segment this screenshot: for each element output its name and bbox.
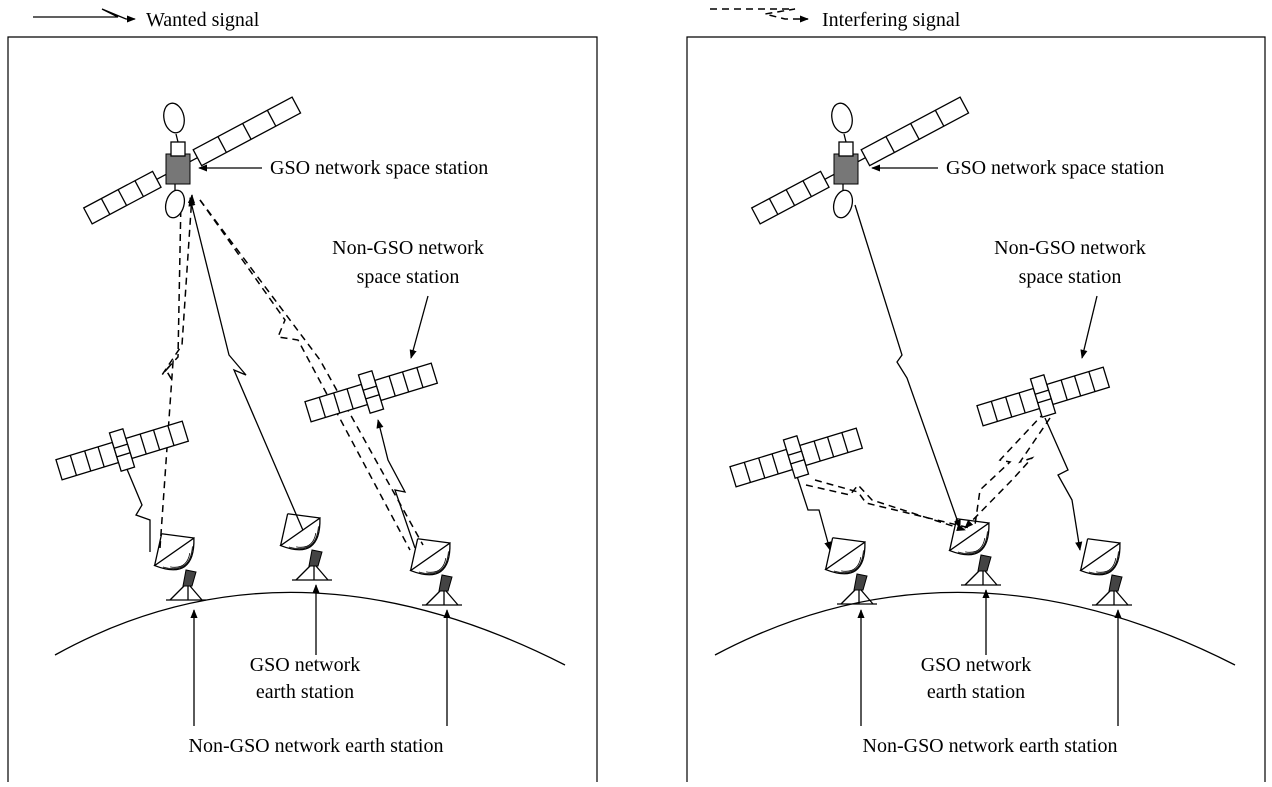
- interfering-path-left-ngso-to-gso-es-2: [814, 479, 971, 529]
- satellite-dish-icon: [397, 524, 463, 606]
- non-gso-satellite-icon: [973, 356, 1113, 436]
- satellite-dish-icon: [812, 523, 878, 605]
- left-panel: GSO network space station Non-GSO networ…: [7, 36, 598, 782]
- earth-surface: [54, 591, 566, 666]
- wanted-path-gso-ss-to-gso-es: [854, 204, 961, 529]
- interfering-path-ngso-es-to-gso-ss: [159, 194, 196, 549]
- interfering-signal-label: Interfering signal: [822, 9, 961, 31]
- interfering-path-right-ngso-to-gso-es: [964, 417, 1051, 529]
- gso-satellite-icon: [751, 96, 970, 225]
- left-panel-frame: [7, 36, 598, 782]
- wanted-signal-legend: Wanted signal: [33, 8, 260, 31]
- gso-space-station-label: GSO network space station: [946, 157, 1164, 179]
- satellite-dish-icon: [267, 499, 333, 581]
- interfering-path-left-ngso-to-gso-es: [805, 483, 966, 531]
- gso-space-station-label: GSO network space station: [270, 157, 488, 179]
- right-panel: GSO network space station Non-GSO networ…: [686, 36, 1266, 782]
- wanted-path-right-ngso-to-es: [1044, 417, 1083, 551]
- wanted-path-gso-es-to-gso-ss: [188, 197, 306, 536]
- gso-earth-station-label-line1: GSO network: [921, 654, 1032, 676]
- non-gso-space-station-label-line2: space station: [1019, 266, 1122, 288]
- label-pointer: [409, 295, 429, 359]
- wanted-signal-label: Wanted signal: [146, 9, 260, 31]
- wanted-path-left-ngso-to-es: [794, 469, 832, 551]
- gso-earth-station-label-line2: earth station: [256, 681, 354, 703]
- non-gso-space-station-label-line2: space station: [357, 266, 460, 288]
- gso-earth-station-label-line2: earth station: [927, 681, 1025, 703]
- non-gso-satellite-icon: [52, 410, 192, 490]
- non-gso-space-station-label-line1: Non-GSO network: [332, 237, 484, 259]
- earth-surface: [714, 591, 1236, 666]
- non-gso-earth-station-label: Non-GSO network earth station: [189, 735, 444, 757]
- non-gso-earth-station-label: Non-GSO network earth station: [863, 735, 1118, 757]
- gso-earth-station-label-line1: GSO network: [250, 654, 361, 676]
- satellite-dish-icon: [141, 519, 207, 601]
- satellite-dish-icon: [936, 504, 1002, 586]
- interfering-path-ngso-es-right-to-gso-ss: [199, 199, 424, 546]
- interfering-signal-legend: Interfering signal: [710, 8, 961, 31]
- interfering-path-right-ngso-to-gso-es-2: [974, 411, 1046, 526]
- wanted-path-right-ngso: [376, 419, 416, 549]
- label-pointer: [1080, 295, 1098, 359]
- non-gso-satellite-icon: [726, 417, 866, 497]
- non-gso-space-station-label-line1: Non-GSO network: [994, 237, 1146, 259]
- right-panel-frame: [686, 36, 1266, 782]
- interfering-path-gso-ss-to-ngso-es: [165, 197, 182, 381]
- wanted-path-left-ngso: [123, 461, 151, 552]
